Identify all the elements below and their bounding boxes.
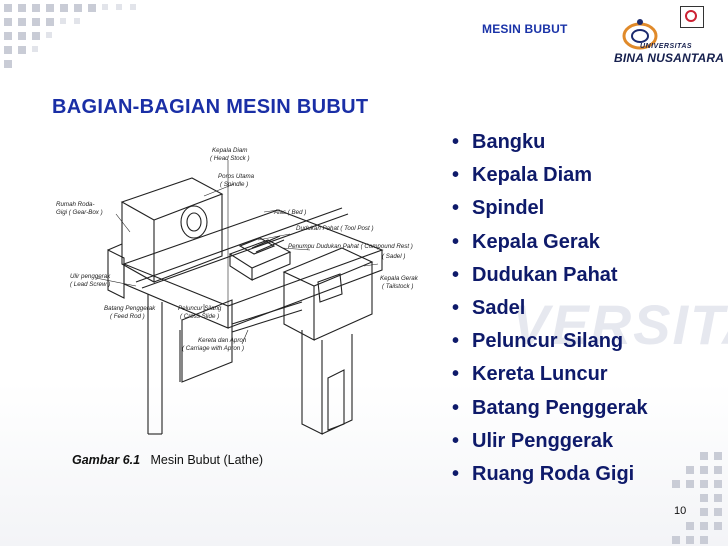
list-item: •Ulir Penggerak <box>452 429 614 452</box>
label-sadel: ( Sadel ) <box>382 253 405 260</box>
list-item-label: Batang Penggerak <box>472 396 648 419</box>
list-item: •Spindel <box>452 197 545 220</box>
watermark-text: VERSITAS <box>512 293 728 356</box>
label-kereta: Kereta dan Apron <box>198 337 247 344</box>
label-kepala-diam: Kepala Diam <box>212 147 247 154</box>
label-lead-screw: ( Lead Screw ) <box>70 281 110 288</box>
list-item-label: Kepala Gerak <box>472 230 600 253</box>
label-ulir: Ulir penggerak <box>70 273 111 280</box>
list-item: •Kepala Gerak <box>452 230 600 253</box>
bullet-list: •Bangku •Kepala Diam •Spindel •Kepala Ge… <box>452 126 648 491</box>
caption-number: Gambar 6.1 <box>72 453 141 467</box>
list-item: •Sadel <box>452 296 526 319</box>
list-item: •Bangku <box>452 131 546 153</box>
label-spindle: ( Spindle ) <box>220 181 248 188</box>
label-penumpu: Penumpu Dudukan Pahat ( Compound Rest ) <box>288 243 413 250</box>
list-item-label: Ruang Roda Gigi <box>472 462 635 485</box>
label-rumah-roda: Rumah Roda- <box>56 201 95 208</box>
university-logo-icon <box>622 19 658 50</box>
list-item: •Batang Penggerak <box>452 396 648 419</box>
label-head-stock: ( Head Stock ) <box>210 155 250 162</box>
list-item-label: Kepala Diam <box>472 164 593 187</box>
list-item-label: Dudukan Pahat <box>472 263 618 286</box>
label-cross-slide: ( Cross Slide ) <box>180 313 219 320</box>
label-feed-rod: ( Feed Rod ) <box>110 313 145 320</box>
label-kepala-gerak: Kepala Gerak <box>380 275 419 282</box>
list-item: •Peluncur Silang <box>452 330 624 353</box>
figure-caption: Gambar 6.1 Mesin Bubut (Lathe) <box>72 453 263 467</box>
caption-text: Mesin Bubut (Lathe) <box>150 453 264 467</box>
header-topic: MESIN BUBUT <box>482 22 568 36</box>
label-carriage: ( Carriage with Apron ) <box>182 345 244 352</box>
list-item-label: Kereta Luncur <box>472 363 608 386</box>
list-item-label: Peluncur Silang <box>472 330 624 353</box>
label-batang: Batang Penggerak <box>104 305 156 312</box>
label-poros-utama: Poros Utama <box>218 173 255 180</box>
close-icon[interactable] <box>680 6 704 28</box>
list-item: •Ruang Roda Gigi <box>452 462 635 485</box>
lathe-diagram: Kepala Diam ( Head Stock ) Poros Utama (… <box>56 147 419 435</box>
page-title: BAGIAN-BAGIAN MESIN BUBUT <box>52 96 369 118</box>
list-item: •Kereta Luncur <box>452 363 608 386</box>
university-name: BINA NUSANTARA <box>614 51 725 65</box>
list-item-label: Sadel <box>472 296 526 319</box>
label-dudukan-pahat: Dudukan Pahat ( Tool Post ) <box>296 225 374 232</box>
list-item-label: Bangku <box>472 131 546 153</box>
page-number: 10 <box>674 505 687 517</box>
label-peluncur: Peluncur Silang <box>178 305 222 312</box>
list-item-label: Spindel <box>472 197 545 220</box>
university-label: UNIVERSITAS <box>640 43 693 50</box>
list-item: •Kepala Diam <box>452 164 593 187</box>
list-item: •Dudukan Pahat <box>452 263 618 286</box>
list-item-label: Ulir Penggerak <box>472 429 614 452</box>
label-gigi: Gigi ( Gear-Box ) <box>56 209 103 216</box>
label-tailstock: ( Tailstock ) <box>382 283 413 290</box>
label-alas: Alas ( Bed ) <box>273 209 306 216</box>
